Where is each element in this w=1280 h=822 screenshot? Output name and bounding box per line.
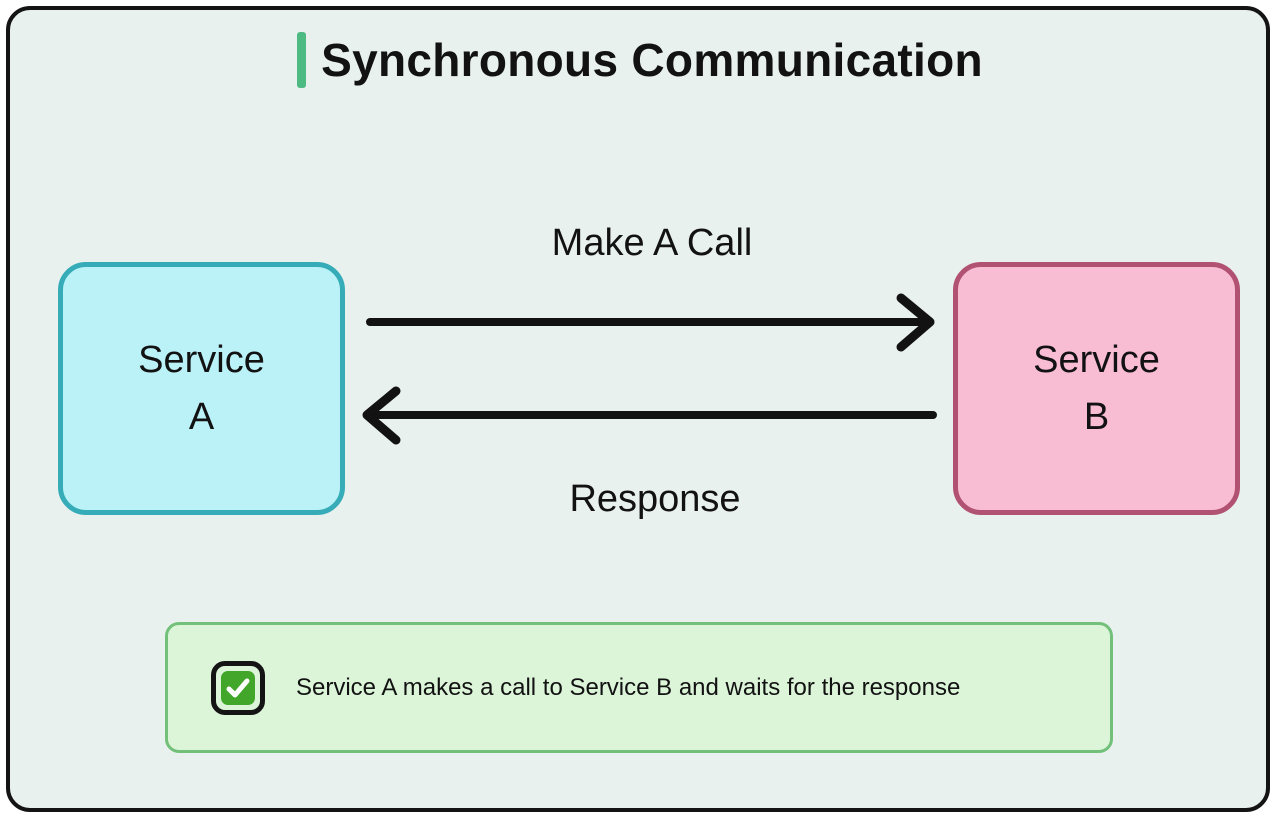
response-arrow-label: Response bbox=[569, 478, 741, 520]
page-title: Synchronous Communication bbox=[321, 34, 983, 86]
request-arrow bbox=[366, 293, 935, 352]
service-b-node: Service B bbox=[953, 262, 1240, 515]
service-a-node: Service A bbox=[58, 262, 345, 515]
service-b-label: Service B bbox=[1033, 338, 1160, 438]
title-accent-bar bbox=[297, 32, 307, 88]
note-box: Service A makes a call to Service B and … bbox=[165, 622, 1113, 753]
title-row: Synchronous Communication bbox=[0, 32, 1280, 88]
service-a-label: Service A bbox=[138, 338, 265, 438]
check-icon bbox=[211, 660, 265, 715]
response-arrow bbox=[362, 386, 937, 445]
note-text: Service A makes a call to Service B and … bbox=[296, 673, 961, 701]
request-arrow-label: Make A Call bbox=[551, 222, 753, 264]
